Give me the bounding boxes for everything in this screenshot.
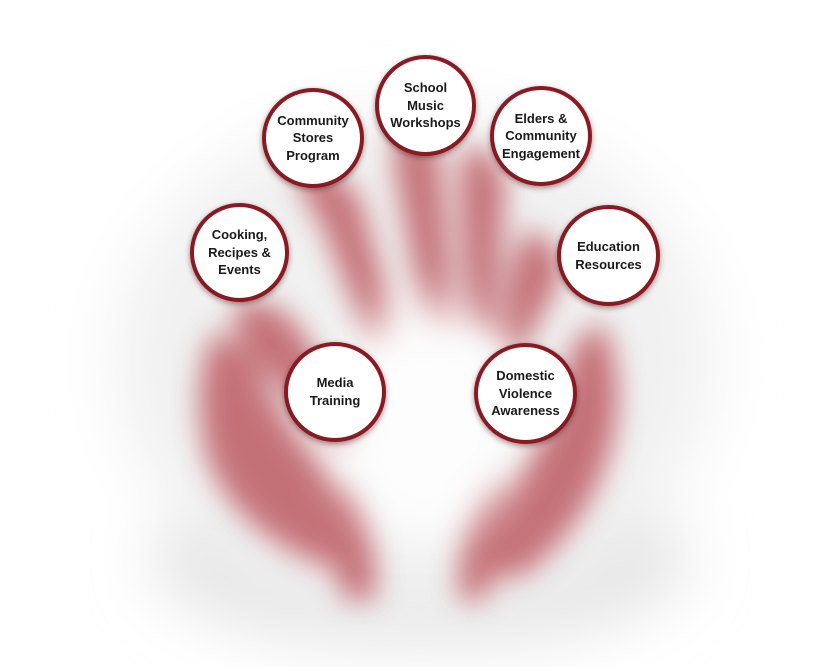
node-school-music-workshops: School Music Workshops	[375, 55, 476, 156]
node-label: Cooking, Recipes & Events	[208, 227, 271, 278]
node-label: School Music Workshops	[390, 80, 461, 131]
node-label: Education Resources	[575, 238, 642, 272]
node-elders-community-engagement: Elders & Community Engagement	[490, 86, 592, 186]
node-label: Community Stores Program	[277, 112, 349, 163]
node-community-stores-program: Community Stores Program	[262, 88, 364, 188]
node-media-training: Media Training	[284, 342, 386, 442]
node-label: Elders & Community Engagement	[501, 110, 580, 161]
node-label: Domestic Violence Awareness	[491, 368, 560, 419]
palm-highlight	[330, 300, 520, 540]
node-education-resources: Education Resources	[557, 205, 660, 306]
node-cooking-recipes-events: Cooking, Recipes & Events	[190, 203, 289, 302]
node-domestic-violence-awareness: Domestic Violence Awareness	[474, 343, 577, 444]
node-label: Media Training	[309, 375, 361, 408]
